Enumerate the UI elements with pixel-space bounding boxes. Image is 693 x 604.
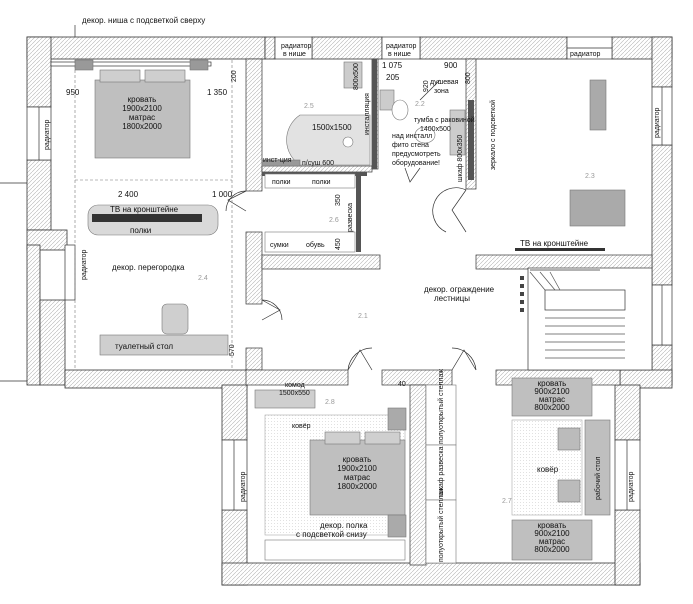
desk-label: рабочий стол	[594, 457, 602, 500]
room-2-1: 2.1	[358, 313, 368, 320]
room-2-4: 2.4	[198, 275, 208, 282]
stair-rail-l2: лестницы	[434, 294, 470, 303]
windows	[26, 36, 673, 511]
shelf2-label: полки	[312, 179, 331, 186]
hanger-label: развеска	[347, 203, 354, 232]
dim-950: 950	[66, 88, 80, 97]
bed1-l3: матрас	[129, 113, 155, 122]
shelves-label: полки	[130, 226, 151, 235]
dim-1350: 1 350	[207, 88, 228, 97]
decor-partition-label: декор. перегородка	[112, 263, 185, 272]
carpet1-label: ковёр	[292, 423, 311, 430]
staircase	[520, 267, 653, 371]
shelf1-label: полки	[272, 179, 291, 186]
dim-205: 205	[386, 73, 400, 82]
bed2-l2: 1900x2100	[337, 464, 377, 473]
bed4-l3: матрас	[539, 537, 565, 546]
room-2-7: 2.7	[502, 498, 512, 505]
doors	[225, 79, 477, 371]
vanity-unit-l2: 1400x500	[420, 126, 451, 133]
bed1-l2: 1900x2100	[122, 104, 162, 113]
bed3-l4: 800x2000	[534, 403, 570, 412]
dim-450: 450	[335, 238, 342, 250]
dresser-l1: комод	[285, 382, 305, 389]
dashed-lines	[74, 60, 233, 370]
bed2-l4: 1800x2000	[337, 482, 377, 491]
shower-l1: душевая	[430, 79, 459, 86]
room-2-3: 2.3	[585, 173, 595, 180]
tub-label: п/суш 600	[302, 160, 334, 167]
shoes-label: обувь	[306, 241, 325, 249]
dim-900: 900	[444, 61, 458, 70]
shelf-light-l2: с подсветкой снизу	[296, 530, 367, 539]
rad-niche-2-line1: радиатор	[386, 43, 417, 50]
furniture	[74, 59, 626, 564]
dim-920: 920	[423, 80, 430, 92]
bed2-l1: кровать	[343, 455, 372, 464]
room-2-8: 2.8	[325, 399, 335, 406]
shower-l2: зона	[434, 88, 449, 95]
install-note-l4: оборудование!	[392, 159, 440, 167]
wardrobe-label: шкаф развеска	[438, 446, 445, 496]
cabinet-800-label: шкаф 800x350	[457, 135, 464, 182]
dim-800-500: 800x500	[353, 63, 360, 90]
bags-label: сумки	[270, 242, 289, 249]
installation-label: инсталляция	[364, 93, 371, 135]
dim-2400: 2 400	[118, 190, 139, 199]
bed4-l4: 800x2000	[534, 545, 570, 554]
tv-bar	[92, 214, 605, 251]
room-2-6: 2.6	[329, 217, 339, 224]
install-note-l3: предусмотреть	[392, 151, 441, 158]
niche-decor-label: декор. ниша с подсветкой сверху	[82, 16, 205, 25]
radiator-left-label: радиатор	[44, 119, 51, 150]
radiator-top-label: радиатор	[570, 51, 601, 58]
rad-niche-1-line1: радиатор	[281, 43, 312, 50]
dresser-l2: 1500x550	[279, 390, 310, 397]
dim-1000: 1 000	[212, 190, 233, 199]
bed3-l1: кровать	[538, 379, 567, 388]
rad-niche-1-line2: в нише	[283, 51, 306, 58]
rad-niche-2-line2: в нише	[388, 51, 411, 58]
dim-350: 350	[335, 194, 342, 206]
tv2-label: ТВ на кронштейне	[520, 239, 589, 248]
outer-walls	[26, 36, 673, 586]
bed3-l2: 900x2100	[534, 387, 570, 396]
bed3-l3: матрас	[539, 395, 565, 404]
bed2-l3: матрас	[344, 473, 370, 482]
semi-open-rack-2-label: полуоткрытый стеллаж	[437, 487, 445, 562]
mirror-label: зеркало с подсветкой	[489, 100, 497, 170]
dim-570: 570	[229, 344, 236, 356]
edge-ticks	[0, 182, 27, 382]
inst-label: инст-ция	[263, 157, 292, 164]
bed1-l1: кровать	[128, 95, 157, 104]
install-note-l1: над инсталл	[392, 133, 432, 140]
tv1-label: ТВ на кронштейне	[110, 205, 179, 214]
shelf-light-l1: декор. полка	[320, 521, 368, 530]
bed4-l1: кровать	[538, 521, 567, 530]
radiator-lower-left-label: радиатор	[240, 471, 247, 502]
room-2-2: 2.2	[415, 101, 425, 108]
radiator-right-label: радиатор	[654, 107, 661, 138]
bath-size-label: 1500x1500	[312, 123, 352, 132]
vanity-unit-l1: тумба с раковиной	[414, 116, 475, 124]
radiator-mid-left-label: радиатор	[81, 249, 88, 280]
vanity-label: туалетный стол	[115, 342, 173, 351]
semi-open-rack-1-label: полуоткрытый стеллаж	[437, 369, 445, 444]
dim-200: 200	[231, 70, 238, 82]
dim-1075: 1 075	[382, 61, 403, 70]
room-2-5: 2.5	[304, 103, 314, 110]
bed4-l2: 900x2100	[534, 529, 570, 538]
dim-40: 40	[398, 381, 406, 388]
labels: декор. ниша с подсветкой сверху радиатор…	[44, 16, 661, 562]
dim-800: 800	[465, 72, 472, 84]
carpet2-label: ковёр	[537, 465, 559, 474]
install-note-l2: фито стена	[392, 142, 429, 149]
bed1-l4: 1800x2000	[122, 122, 162, 131]
stair-rail-l1: декор. ограждение	[424, 285, 495, 294]
radiator-lower-right-label: радиатор	[628, 471, 635, 502]
